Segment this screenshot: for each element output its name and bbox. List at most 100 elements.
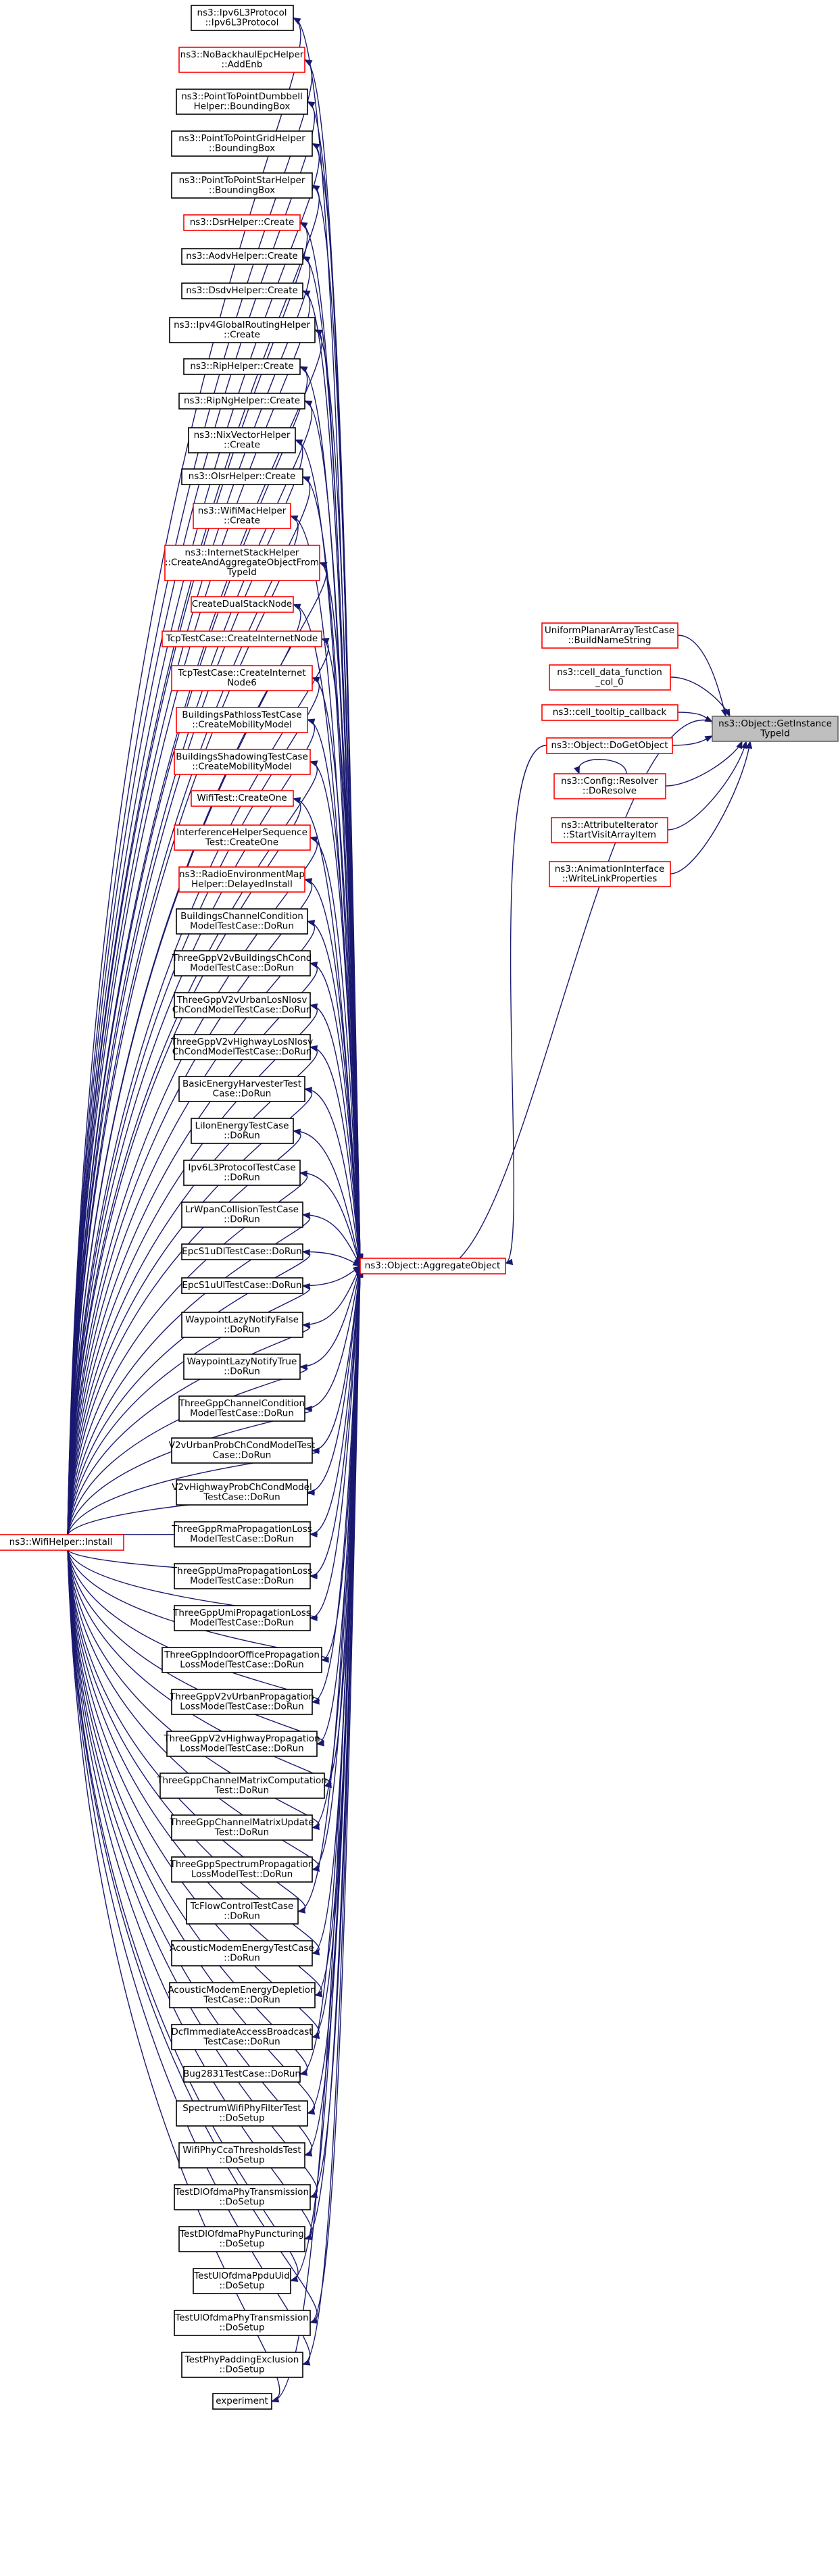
edge-root-11-arrow (294, 439, 303, 446)
node-cell-data-function-col0[interactable]: ns3::cell_data_function_col_0 (549, 664, 671, 691)
node-label-line: ::DoSetup (219, 2239, 264, 2250)
edge-root-45 (67, 1550, 320, 1829)
node-dsrhelper-create[interactable]: ns3::DsrHelper::Create (183, 214, 301, 231)
node-bug2831-dorun[interactable]: Bug2831TestCase::DoRun (183, 2066, 301, 2083)
node-object-dogetobject[interactable]: ns3::Object::DoGetObject (546, 737, 673, 754)
node-tcflowcontrol-dorun[interactable]: TcFlowControlTestCase::DoRun (186, 1898, 299, 1925)
node-buildingspathloss-createmobility[interactable]: BuildingsPathlossTestCase::CreateMobilit… (176, 707, 308, 733)
node-box (0, 1534, 124, 1551)
node-aodvhelper-create[interactable]: ns3::AodvHelper::Create (181, 248, 303, 265)
node-threegppv2vhighwayprop-dorun[interactable]: ThreeGppV2vHighwayPropagationLossModelTe… (163, 1731, 320, 1757)
edge-right-5 (667, 741, 747, 831)
node-cell-tooltip-callback[interactable]: ns3::cell_tooltip_callback (541, 704, 678, 721)
node-box (186, 1898, 299, 1925)
node-epcs1udl-dorun[interactable]: EpcS1uDlTestCase::DoRun (181, 1243, 303, 1260)
node-waypointlazynotifytrue-dorun[interactable]: WaypointLazyNotifyTrue::DoRun (183, 1354, 301, 1380)
node-testdlofdmaphypuncturing-dosetup[interactable]: TestDlOfdmaPhyPuncturing::DoSetup (178, 2226, 305, 2252)
node-box (176, 2100, 308, 2127)
node-acousticmodemenergy-dorun[interactable]: AcousticModemEnergyTestCase::DoRun (170, 1940, 314, 1966)
node-tcptestcase-createinternetnode[interactable]: TcpTestCase::CreateInternetNode (162, 630, 322, 647)
node-acousticmodemenergydepletion-dorun[interactable]: AcousticModemEnergyDepletionTestCase::Do… (168, 1982, 316, 2008)
node-threegppv2vurbanprop-dorun[interactable]: ThreeGppV2vUrbanPropagationLossModelTest… (169, 1689, 314, 1715)
node-radioenvironmentmap-delayedinstall[interactable]: ns3::RadioEnvironmentMapHelper::DelayedI… (178, 866, 305, 893)
node-p2pdumbbell-boundingbox[interactable]: ns3::PointToPointDumbbellHelper::Boundin… (176, 89, 308, 115)
node-nixvectorhelper-create[interactable]: ns3::NixVectorHelper::Create (188, 427, 296, 453)
edge-358-21 (310, 837, 361, 1264)
node-box (181, 282, 303, 299)
node-testulofdmaphytransmission-dosetup[interactable]: TestUlOfdmaPhyTransmission::DoSetup (174, 2310, 311, 2336)
node-label-line: ThreeGppUmiPropagationLoss (172, 1608, 311, 1618)
node-threegppchannelmatrixcomputation-dorun[interactable]: ThreeGppChannelMatrixComputationTest::Do… (156, 1773, 327, 1799)
edge-358-26 (310, 1046, 361, 1266)
node-wifimachelper-create[interactable]: ns3::WifiMacHelper::Create (193, 503, 291, 529)
node-box (176, 1479, 308, 1506)
node-attributeiterator-startvisitarrayitem[interactable]: ns3::AttributeIterator::StartVisitArrayI… (551, 817, 668, 843)
node-animationinterface-writelinkproperties[interactable]: ns3::AnimationInterface::WriteLinkProper… (549, 861, 671, 887)
node-label-line: UniformPlanarArrayTestCase (545, 625, 674, 636)
node-threegppumapropagation-dorun[interactable]: ThreeGppUmaPropagationLossModelTestCase:… (171, 1563, 312, 1589)
node-dsdvhelper-create[interactable]: ns3::DsdvHelper::Create (181, 282, 303, 299)
node-label-line: EpcS1uUlTestCase::DoRun (182, 1280, 301, 1291)
node-waypointlazynotifyfalse-dorun[interactable]: WaypointLazyNotifyFalse::DoRun (181, 1312, 303, 1338)
node-testdlofdmaphytransmission-dosetup[interactable]: TestDlOfdmaPhyTransmission::DoSetup (174, 2184, 311, 2210)
edge-right-0 (677, 635, 726, 717)
node-ipv6l3protocol[interactable]: ns3::Ipv6L3Protocol::Ipv6L3Protocol (191, 5, 294, 31)
node-ipv6l3protocoltest-dorun[interactable]: Ipv6L3ProtocolTestCase::DoRun (183, 1160, 301, 1186)
node-threegppumipropagation-dorun[interactable]: ThreeGppUmiPropagationLossModelTestCase:… (172, 1605, 311, 1631)
node-box (183, 2066, 301, 2083)
node-aggregateobject[interactable]: ns3::Object::AggregateObject (360, 1258, 506, 1274)
node-label-line: ModelTestCase::DoRun (190, 1618, 294, 1629)
node-box (171, 2024, 313, 2050)
node-box (181, 248, 303, 265)
edge-358-4 (312, 184, 361, 1262)
node-wifitest-createone[interactable]: WifiTest::CreateOne (191, 790, 294, 807)
node-box (174, 1521, 311, 1547)
node-threegpprmapropagation-dorun[interactable]: ThreeGppRmaPropagationLossModelTestCase:… (171, 1521, 312, 1547)
node-label-line: ThreeGppV2vUrbanLosNlosv (176, 995, 307, 1006)
node-label-line: LossModelTestCase::DoRun (180, 1743, 303, 1754)
node-wifiphyccathresholds-dosetup[interactable]: WifiPhyCcaThresholdsTest::DoSetup (178, 2142, 305, 2169)
node-spectrumwifiphyfilter-dosetup[interactable]: SpectrumWifiPhyFilterTest::DoSetup (176, 2100, 308, 2127)
node-testphypaddingexclusion-dosetup[interactable]: TestPhyPaddingExclusion::DoSetup (181, 2352, 303, 2378)
node-experiment[interactable]: experiment (212, 2393, 272, 2410)
node-label-line: EpcS1uDlTestCase::DoRun (182, 1246, 302, 1257)
node-lrwpancollision-dorun[interactable]: LrWpanCollisionTestCase::DoRun (181, 1202, 303, 1228)
node-dcfimmediateaccessbroadcast-dorun[interactable]: DcfImmediateAccessBroadcastTestCase::DoR… (171, 2024, 313, 2050)
edge-root-20-arrow (292, 797, 301, 804)
node-riphelper-create[interactable]: ns3::RipHelper::Create (183, 358, 301, 375)
node-buildingschannelcondition-dorun[interactable]: BuildingsChannelConditionModelTestCase::… (176, 908, 308, 935)
node-config-resolver-doresolve[interactable]: ns3::Config::Resolver::DoResolve (553, 773, 666, 799)
node-threegppv2vbuildings-dorun[interactable]: ThreeGppV2vBuildingsChCondModelTestCase:… (172, 950, 312, 976)
node-p2pstar-boundingbox[interactable]: ns3::PointToPointStarHelper::BoundingBox (171, 172, 313, 199)
node-box (178, 1076, 305, 1102)
node-olsrhelper-create[interactable]: ns3::OlsrHelper::Create (181, 468, 303, 485)
node-box (181, 2352, 303, 2378)
node-box (191, 790, 294, 807)
node-interferencehelper-createone[interactable]: InterferenceHelperSequenceTest::CreateOn… (174, 824, 311, 851)
node-buildingsshadowing-createmobility[interactable]: BuildingsShadowingTestCase::CreateMobili… (174, 749, 311, 775)
node-testulofdmappduuid-dosetup[interactable]: TestUlOfdmaPpduUid::DoSetup (193, 2268, 291, 2294)
node-uniformplanararray-buildnamestring[interactable]: UniformPlanarArrayTestCase::BuildNameStr… (541, 622, 678, 649)
edge-358-25 (310, 1004, 361, 1265)
node-wifihelper-install[interactable]: ns3::WifiHelper::Install (0, 1534, 124, 1551)
node-threegppv2vurbanlosnlosv-dorun[interactable]: ThreeGppV2vUrbanLosNlosvChCondModelTestC… (172, 992, 312, 1018)
node-nobackhaulepchelper-addenb[interactable]: ns3::NoBackhaulEpcHelper::AddEnb (178, 47, 305, 73)
node-threegppchannelcondition-dorun[interactable]: ThreeGppChannelConditionModelTestCase::D… (178, 1395, 305, 1422)
node-label-line: ::DoSetup (219, 2155, 264, 2166)
node-internetstackhelper-create[interactable]: ns3::InternetStackHelper::CreateAndAggre… (164, 545, 320, 581)
node-threegppindooroffice-dorun[interactable]: ThreeGppIndoorOfficePropagationLossModel… (162, 1647, 322, 1673)
node-lionenergy-dorun[interactable]: LiIonEnergyTestCase::DoRun (191, 1118, 294, 1144)
node-p2pgrid-boundingbox[interactable]: ns3::PointToPointGridHelper::BoundingBox (171, 130, 313, 157)
node-epcs1uul-dorun[interactable]: EpcS1uUlTestCase::DoRun (181, 1277, 303, 1294)
node-createdualstacknode[interactable]: CreateDualStackNode (191, 596, 294, 613)
node-threegppv2vhighwaylosnlosv-dorun[interactable]: ThreeGppV2vHighwayLosNlosvChCondModelTes… (170, 1034, 313, 1060)
node-threegppspectrumpropagation-dorun[interactable]: ThreeGppSpectrumPropagationLossModelTest… (170, 1856, 314, 1883)
node-ipv4globalrouting-create[interactable]: ns3::Ipv4GlobalRoutingHelper::Create (169, 317, 316, 343)
node-ripnghelper-create[interactable]: ns3::RipNgHelper::Create (178, 393, 305, 410)
